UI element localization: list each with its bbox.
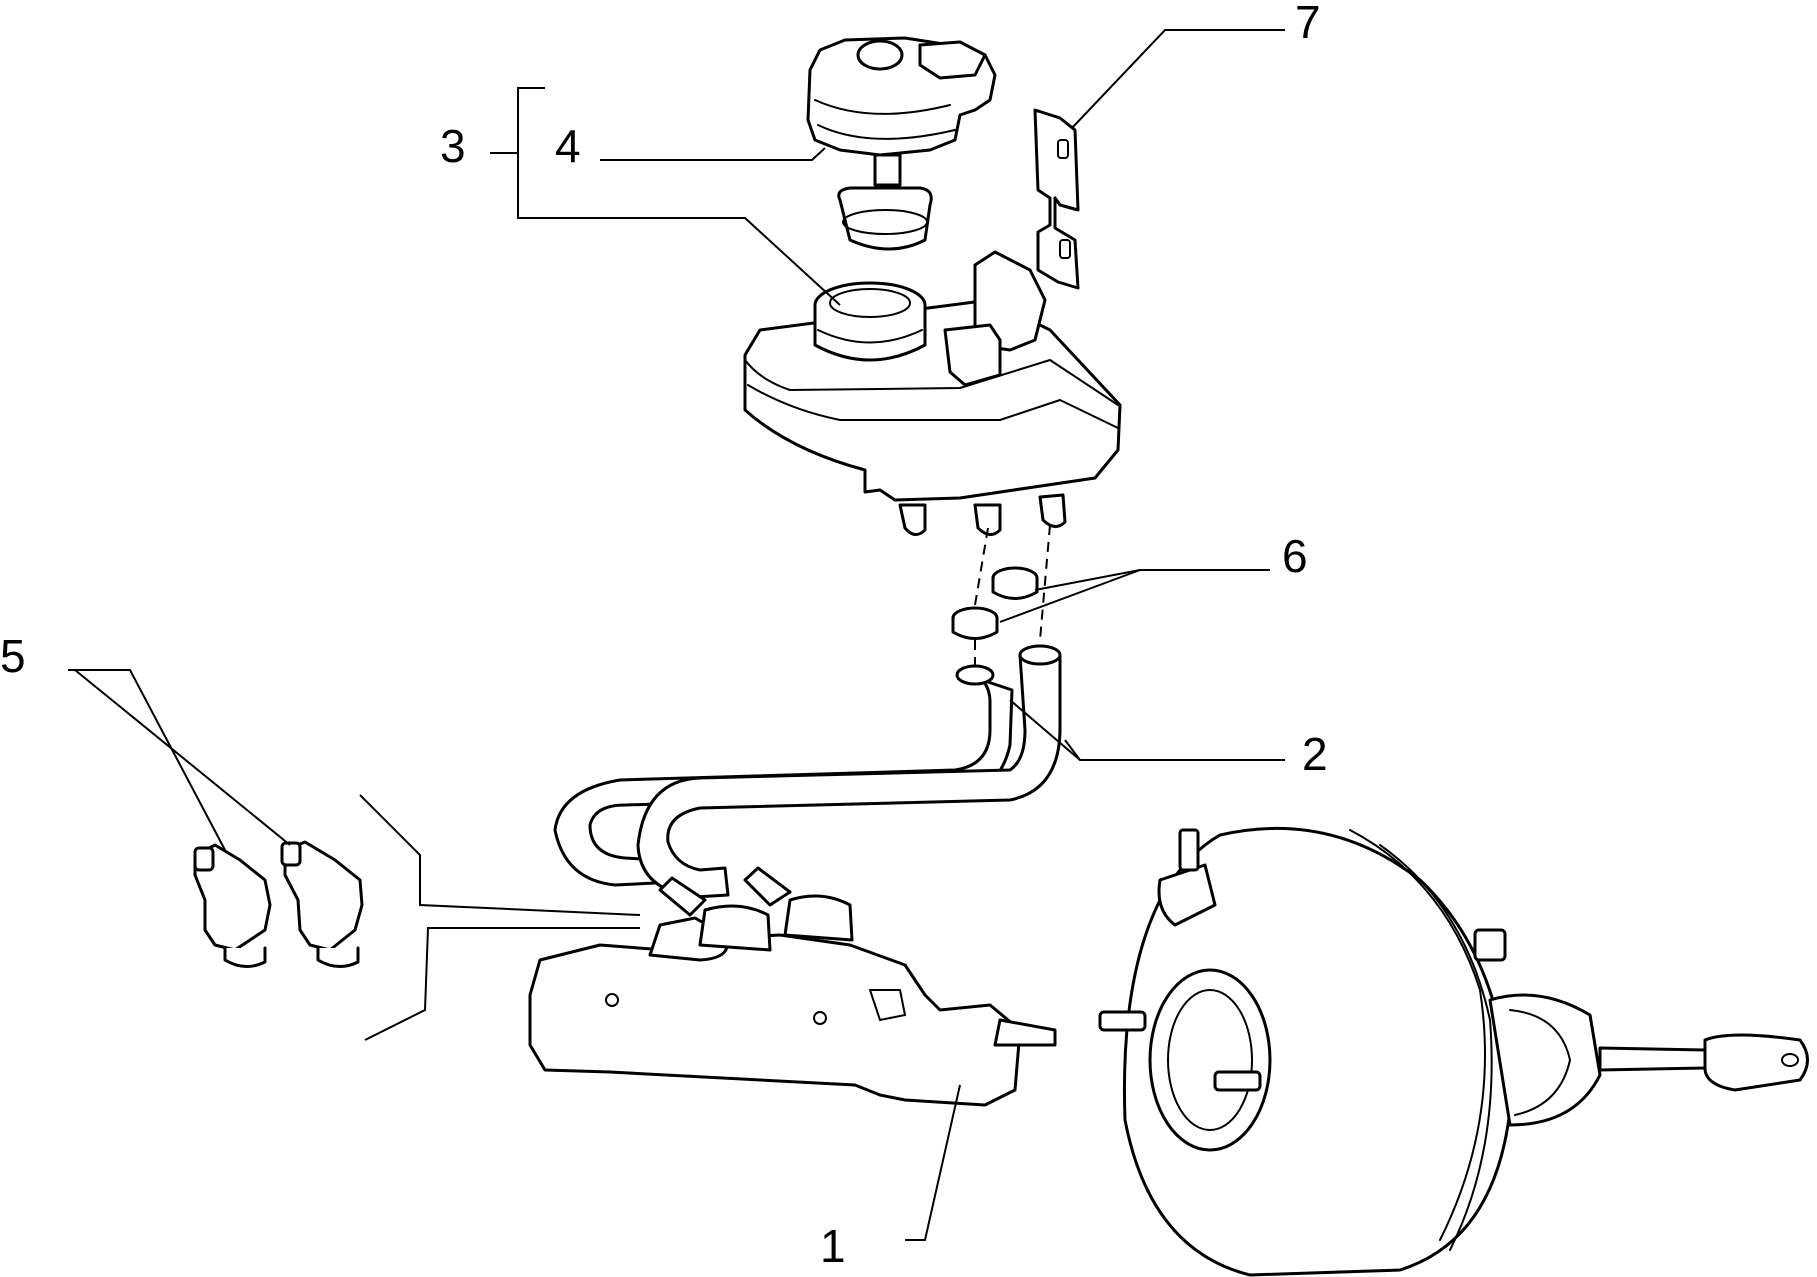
- callout-7: 7: [1295, 0, 1321, 48]
- brake-fluid-reservoir: [743, 250, 1122, 536]
- leader-lines: [68, 29, 1285, 1241]
- callout-2: 2: [1302, 728, 1328, 780]
- brake-master-cylinder: [528, 866, 1057, 1107]
- callout-1: 1: [820, 1220, 846, 1272]
- callout-5: 5: [0, 630, 26, 682]
- callout-6: 6: [1282, 530, 1308, 582]
- brake-booster: [1098, 826, 1809, 1277]
- callout-4: 4: [555, 120, 581, 172]
- hose-clamps: [951, 566, 1039, 640]
- callout-labels: 1 2 3 4 5 6 7: [0, 0, 1328, 1272]
- connection-lines: [359, 524, 1051, 1041]
- reservoir-bracket: [1033, 108, 1080, 290]
- callout-3: 3: [440, 120, 466, 172]
- connector-fittings: [193, 840, 364, 968]
- reservoir-hoses: [553, 644, 1062, 899]
- reservoir-cap: [806, 36, 997, 251]
